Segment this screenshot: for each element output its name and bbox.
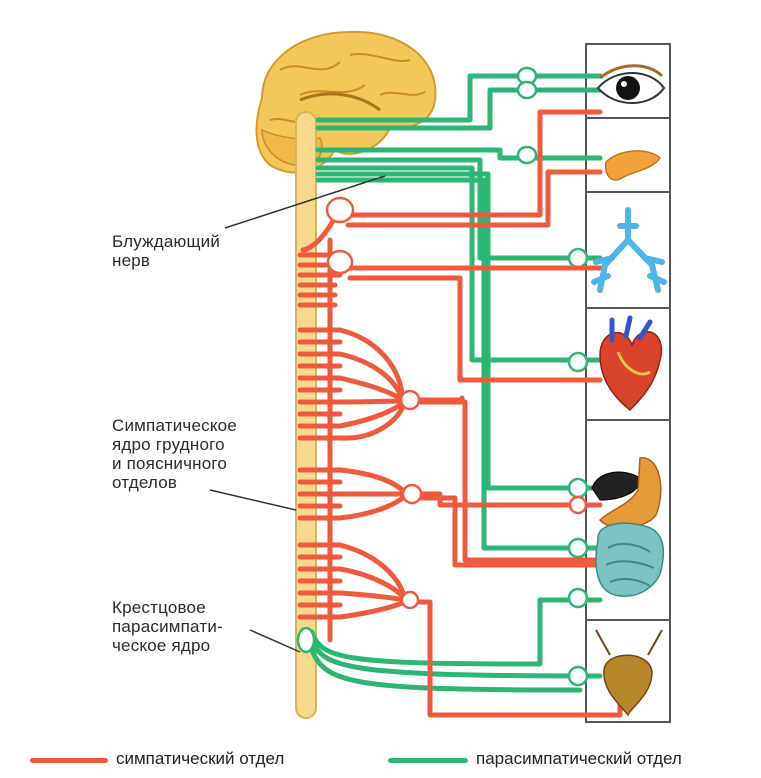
vagus-label: Блуждающий нерв xyxy=(112,232,220,270)
sympathetic-nucleus-label-line: отделов xyxy=(112,473,237,492)
eye-icon xyxy=(598,66,664,103)
lungs-icon xyxy=(594,210,664,290)
sacral-nucleus-label-line: Крестцовое xyxy=(112,598,223,617)
legend-parasympathetic-swatch xyxy=(388,758,468,763)
stomach-liver-icon xyxy=(592,458,661,528)
sacral-nucleus-label: Крестцовое парасимпати- ческое ядро xyxy=(112,598,223,655)
sympathetic-nucleus-label-line: Симпатическое xyxy=(112,416,237,435)
pancreas-icon xyxy=(606,151,660,180)
legend-sympathetic-label: симпатический отдел xyxy=(116,749,284,769)
bladder-icon xyxy=(596,630,662,715)
legend-parasympathetic-label: парасимпатический отдел xyxy=(476,749,682,769)
intestine-icon xyxy=(596,523,663,596)
heart-icon xyxy=(600,318,661,410)
vagus-label-line: Блуждающий xyxy=(112,232,220,251)
legend-sympathetic-swatch xyxy=(30,758,108,763)
sympathetic-nucleus-label: Симпатическое ядро грудного и поясничног… xyxy=(112,416,237,492)
sacral-nucleus-label-line: ческое ядро xyxy=(112,636,223,655)
sacral-nucleus-label-line: парасимпати- xyxy=(112,617,223,636)
sympathetic-nucleus-label-line: ядро грудного xyxy=(112,435,237,454)
sympathetic-nucleus-label-line: и поясничного xyxy=(112,454,237,473)
vagus-label-line: нерв xyxy=(112,251,220,270)
